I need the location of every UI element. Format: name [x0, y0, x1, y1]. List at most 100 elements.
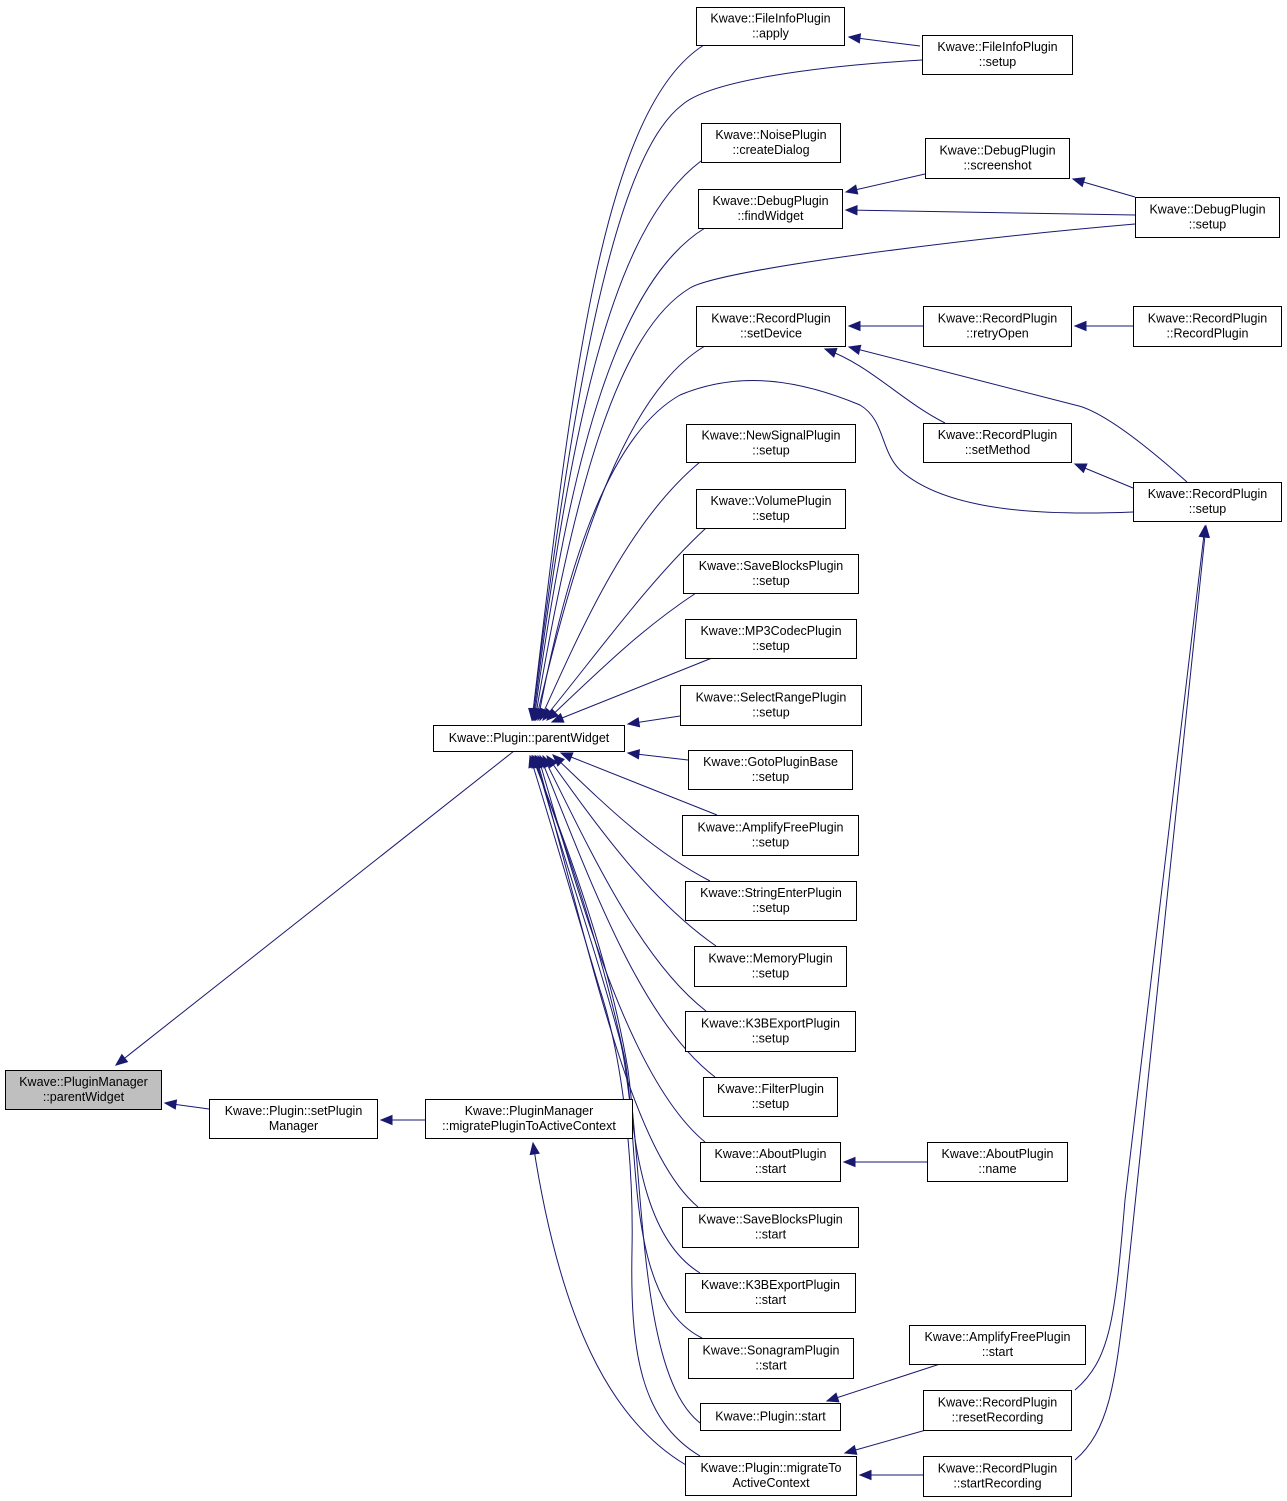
node-box [433, 725, 625, 752]
node-rec-sd[interactable]: Kwave::RecordPlugin::setDevice [696, 306, 846, 347]
node-label-line: ::start [982, 1345, 1014, 1359]
node-dbg-ss[interactable]: Kwave::DebugPlugin::screenshot [925, 138, 1070, 179]
edge-line [552, 754, 711, 882]
node-fi-setup[interactable]: Kwave::FileInfoPlugin::setup [922, 35, 1073, 75]
edge-goto-to-p_pw [626, 749, 689, 761]
node-sonagram[interactable]: Kwave::SonagramPlugin::start [688, 1338, 854, 1379]
edge-line [533, 227, 706, 721]
node-volume[interactable]: Kwave::VolumePlugin::setup [696, 489, 846, 529]
node-rec-setup[interactable]: Kwave::RecordPlugin::setup [1133, 482, 1282, 522]
node-mp3[interactable]: Kwave::MP3CodecPlugin::setup [685, 619, 857, 659]
node-k3b-start[interactable]: Kwave::K3BExportPlugin::start [685, 1273, 856, 1313]
node-label-line: ::setup [752, 836, 790, 850]
edge-line [845, 209, 1136, 216]
node-ampfree-setup[interactable]: Kwave::AmplifyFreePlugin::setup [682, 815, 859, 856]
edge-line [542, 527, 707, 721]
node-box [1135, 197, 1280, 238]
edge-sonagram-to-p_pw [532, 754, 703, 1339]
node-fi-apply[interactable]: Kwave::FileInfoPlugin::apply [696, 7, 845, 46]
node-label-line: ::createDialog [732, 143, 809, 157]
arrowhead [825, 1392, 840, 1403]
node-filter[interactable]: Kwave::FilterPlugin::setup [703, 1077, 838, 1117]
node-about-name[interactable]: Kwave::AboutPlugin::name [927, 1142, 1068, 1182]
edge-strenter-to-p_pw [552, 754, 711, 882]
node-saveblk-setup[interactable]: Kwave::SaveBlocksPlugin::setup [683, 554, 859, 594]
node-box [701, 123, 841, 163]
node-label-line: ::start [755, 1228, 787, 1242]
node-dbg-fw[interactable]: Kwave::DebugPlugin::findWidget [698, 189, 843, 229]
node-box [696, 489, 846, 529]
arrowhead [843, 1444, 858, 1455]
node-label-line: ::start [755, 1293, 787, 1307]
node-label-line: Kwave::RecordPlugin [1148, 312, 1268, 326]
arrowhead [1073, 320, 1087, 332]
node-noise-cd[interactable]: Kwave::NoisePlugin::createDialog [701, 123, 841, 163]
arrowhead [842, 1156, 856, 1168]
node-pm-pw[interactable]: Kwave::PluginManager::parentWidget [5, 1070, 162, 1110]
node-rec-ro[interactable]: Kwave::RecordPlugin::retryOpen [923, 306, 1072, 347]
node-box [923, 306, 1072, 347]
node-label-line: Kwave::PluginManager [465, 1104, 594, 1118]
node-saveblk-start[interactable]: Kwave::SaveBlocksPlugin::start [682, 1207, 859, 1248]
edge-rec_reset-to-p_migrate [843, 1429, 927, 1455]
arrowhead [626, 717, 641, 728]
arrowhead [559, 752, 574, 763]
node-ampfree-start[interactable]: Kwave::AmplifyFreePlugin::start [909, 1325, 1086, 1365]
node-label-line: ::setup [752, 770, 790, 784]
node-box [688, 1338, 854, 1379]
node-box [698, 189, 843, 229]
node-box [682, 815, 859, 856]
edge-ampfree_setup-to-p_pw [559, 752, 718, 816]
nodes-layer: Kwave::PluginManager::parentWidgetKwave:… [5, 7, 1282, 1497]
node-label-line: Kwave::AboutPlugin [715, 1147, 827, 1161]
node-box [688, 750, 853, 790]
node-rec-startrec[interactable]: Kwave::RecordPlugin::startRecording [923, 1456, 1072, 1497]
node-label-line: ::start [755, 1162, 787, 1176]
edge-line [844, 1429, 927, 1454]
arrowhead [626, 749, 641, 760]
node-box [923, 423, 1072, 463]
edge-about_name-to-about_start [842, 1156, 927, 1168]
node-k3b-setup[interactable]: Kwave::K3BExportPlugin::setup [685, 1011, 856, 1052]
node-selrange[interactable]: Kwave::SelectRangePlugin::setup [680, 685, 862, 726]
edge-line [532, 160, 702, 721]
node-label-line: ::apply [752, 27, 790, 41]
node-label-line: ::setup [752, 901, 790, 915]
node-rec-sm[interactable]: Kwave::RecordPlugin::setMethod [923, 423, 1072, 463]
node-label-line: Kwave::NoisePlugin [715, 128, 826, 142]
edge-p_setpm-to-pm_pw [163, 1099, 210, 1110]
node-label-line: Kwave::DebugPlugin [939, 144, 1055, 158]
node-strenter[interactable]: Kwave::StringEnterPlugin::setup [685, 881, 857, 921]
node-goto[interactable]: Kwave::GotoPluginBase::setup [688, 750, 853, 790]
node-label-line: ::startRecording [953, 1477, 1041, 1491]
edge-line [1074, 525, 1207, 1461]
edge-k3b_setup-to-p_pw [542, 754, 707, 1012]
edge-line [534, 755, 701, 1274]
node-dbg-setup[interactable]: Kwave::DebugPlugin::setup [1135, 197, 1280, 238]
node-box [425, 1099, 633, 1139]
node-memory[interactable]: Kwave::MemoryPlugin::setup [694, 946, 847, 987]
node-newsig[interactable]: Kwave::NewSignalPlugin::setup [686, 424, 856, 463]
edges-layer [114, 33, 1211, 1481]
edge-rec_reset-to-rec_setup [1074, 524, 1209, 1391]
node-about-start[interactable]: Kwave::AboutPlugin::start [700, 1142, 841, 1182]
node-p-pw[interactable]: Kwave::Plugin::parentWidget [433, 725, 625, 752]
edge-rec_setup-to-rec_sm [1073, 463, 1134, 489]
node-label-line: ::RecordPlugin [1167, 327, 1249, 341]
edge-line [115, 750, 515, 1066]
node-p-start[interactable]: Kwave::Plugin::start [700, 1403, 841, 1431]
node-box [683, 554, 859, 594]
node-pm-migrate[interactable]: Kwave::PluginManager::migratePluginToAct… [425, 1099, 633, 1139]
node-label-line: ::setup [752, 509, 790, 523]
node-rec-ctor[interactable]: Kwave::RecordPlugin::RecordPlugin [1133, 306, 1282, 347]
node-box [685, 619, 857, 659]
node-rec-reset[interactable]: Kwave::RecordPlugin::resetRecording [923, 1390, 1072, 1431]
node-box [925, 138, 1070, 179]
node-label-line: Kwave::AmplifyFreePlugin [925, 1330, 1071, 1344]
node-label-line: Kwave::RecordPlugin [938, 1396, 1058, 1410]
arrowhead [847, 344, 862, 355]
node-box [700, 1142, 841, 1182]
node-label-line: ::migratePluginToActiveContext [442, 1119, 616, 1133]
